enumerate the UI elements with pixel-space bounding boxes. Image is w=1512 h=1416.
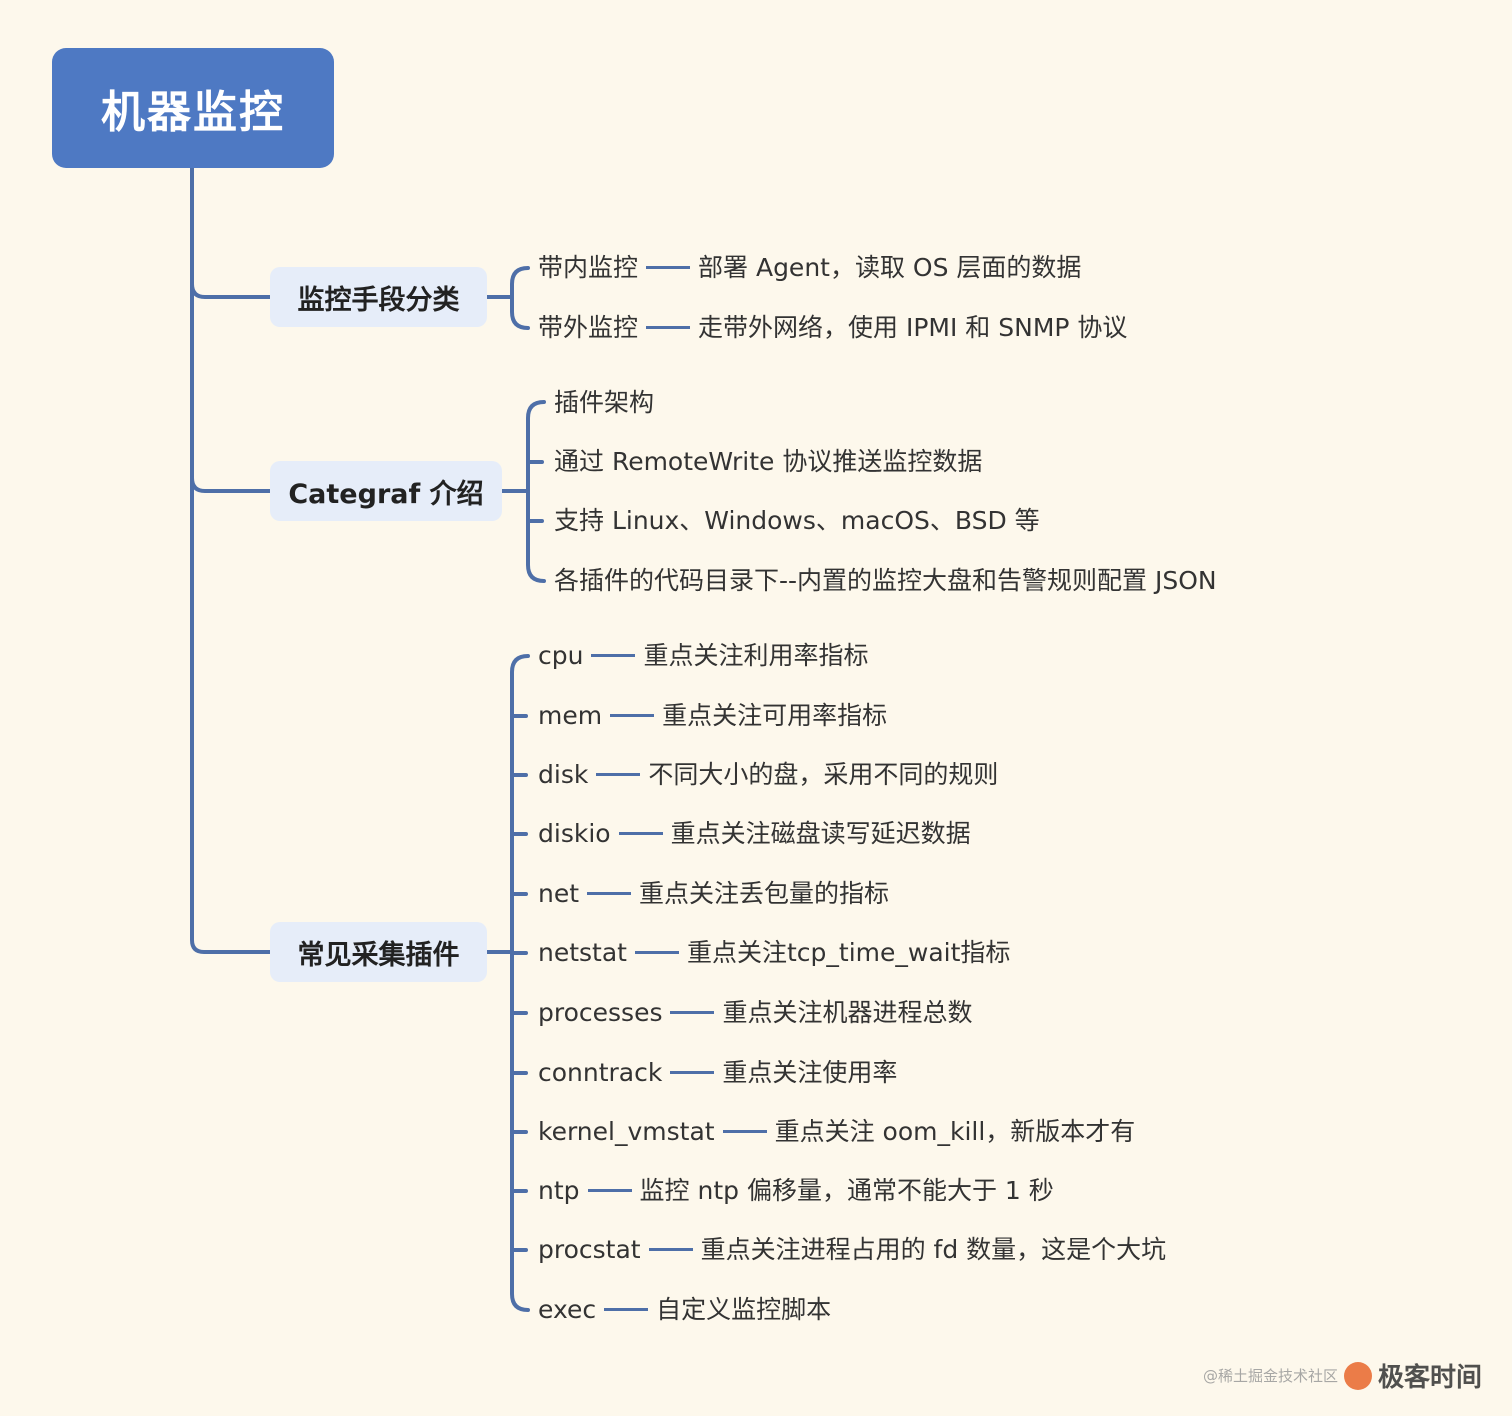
leaf-dash (618, 831, 663, 835)
leaf-name: net (538, 879, 580, 908)
leaf-desc: 重点关注使用率 (722, 1058, 898, 1087)
watermark-brand: 极客时间 (1377, 1363, 1482, 1393)
watermark-prefix: @稀土掘金技术社区 (1202, 1367, 1338, 1385)
leaf-desc: 重点关注tcp_time_wait指标 (686, 938, 1011, 967)
leaf-net: net 重点关注丢包量的指标 (538, 881, 889, 906)
leaf-out-of-band: 带外监控 走带外网络，使用 IPMI 和 SNMP 协议 (538, 315, 1127, 340)
leaf-plugin-architecture: 插件架构 (554, 388, 655, 417)
leaf-dash (670, 1070, 715, 1074)
leaf-dash (596, 772, 641, 776)
branch-node-monitoring-methods: 监控手段分类 (270, 267, 487, 327)
leaf-desc: 重点关注可用率指标 (662, 701, 888, 730)
leaf-dash (722, 1129, 767, 1133)
leaf-desc: 重点关注磁盘读写延迟数据 (670, 819, 971, 848)
leaf-cpu: cpu 重点关注利用率指标 (538, 643, 868, 668)
bracket-3 (510, 654, 530, 1312)
leaf-name: processes (538, 998, 663, 1027)
leaf-name: ntp (538, 1176, 580, 1205)
leaf-builtin-dashboards: 各插件的代码目录下--内置的监控大盘和告警规则配置 JSON (554, 566, 1217, 595)
leaf-name: kernel_vmstat (538, 1117, 715, 1146)
leaf-in-band: 带内监控 部署 Agent，读取 OS 层面的数据 (538, 255, 1081, 280)
bracket-1 (510, 266, 530, 330)
leaf-desc: 重点关注进程占用的 fd 数量，这是个大坑 (700, 1235, 1167, 1264)
leaf-name: disk (538, 760, 589, 789)
leaf-dash (648, 1247, 693, 1251)
geektime-logo-icon (1343, 1361, 1372, 1390)
leaf-dash (646, 265, 691, 269)
leaf-desc: 部署 Agent，读取 OS 层面的数据 (698, 253, 1082, 282)
leaf-desc: 走带外网络，使用 IPMI 和 SNMP 协议 (698, 313, 1128, 342)
leaf-dash (646, 325, 691, 329)
leaf-procstat: procstat 重点关注进程占用的 fd 数量，这是个大坑 (538, 1237, 1166, 1262)
trunk-line (190, 166, 272, 954)
watermark: @稀土掘金技术社区 极客时间 (1203, 1357, 1482, 1394)
leaf-desc: 重点关注丢包量的指标 (639, 879, 890, 908)
leaf-name: conntrack (538, 1058, 663, 1087)
leaf-name: 带外监控 (538, 313, 639, 342)
leaf-dash (610, 713, 655, 717)
leaf-conntrack: conntrack 重点关注使用率 (538, 1060, 897, 1085)
leaf-dash (634, 950, 679, 954)
leaf-dash (587, 891, 632, 895)
leaf-desc: 自定义监控脚本 (656, 1295, 832, 1324)
leaf-desc: 不同大小的盘，采用不同的规则 (648, 760, 999, 789)
root-node: 机器监控 (52, 48, 334, 168)
leaf-dash (591, 653, 636, 657)
leaf-kernel-vmstat: kernel_vmstat 重点关注 oom_kill，新版本才有 (538, 1119, 1135, 1144)
leaf-name: diskio (538, 819, 611, 848)
leaf-ntp: ntp 监控 ntp 偏移量，通常不能大于 1 秒 (538, 1178, 1054, 1203)
leaf-name: exec (538, 1295, 597, 1324)
leaf-remotewrite: 通过 RemoteWrite 协议推送监控数据 (554, 447, 983, 476)
trunk-branch-2 (190, 476, 272, 493)
leaf-name: procstat (538, 1235, 641, 1264)
leaf-disk: disk 不同大小的盘，采用不同的规则 (538, 762, 998, 787)
leaf-desc: 重点关注利用率指标 (643, 641, 869, 670)
leaf-dash (604, 1307, 649, 1311)
leaf-dash (670, 1010, 715, 1014)
leaf-name: netstat (538, 938, 627, 967)
leaf-mem: mem 重点关注可用率指标 (538, 703, 887, 728)
leaf-exec: exec 自定义监控脚本 (538, 1297, 831, 1322)
leaf-netstat: netstat 重点关注tcp_time_wait指标 (538, 940, 1010, 965)
leaf-dash (587, 1188, 632, 1192)
leaf-desc: 监控 ntp 偏移量，通常不能大于 1 秒 (639, 1176, 1054, 1205)
leaf-desc: 重点关注机器进程总数 (722, 998, 973, 1027)
leaf-desc: 重点关注 oom_kill，新版本才有 (774, 1117, 1136, 1146)
leaf-name: 带内监控 (538, 253, 639, 282)
leaf-os-support: 支持 Linux、Windows、macOS、BSD 等 (554, 506, 1040, 535)
branch-node-categraf: Categraf 介绍 (270, 461, 502, 521)
branch-node-plugins: 常见采集插件 (270, 922, 487, 982)
leaf-name: mem (538, 701, 603, 730)
leaf-name: cpu (538, 641, 584, 670)
trunk-branch-1 (190, 282, 272, 299)
bracket-2 (526, 400, 546, 583)
leaf-processes: processes 重点关注机器进程总数 (538, 1000, 973, 1025)
leaf-diskio: diskio 重点关注磁盘读写延迟数据 (538, 821, 971, 846)
